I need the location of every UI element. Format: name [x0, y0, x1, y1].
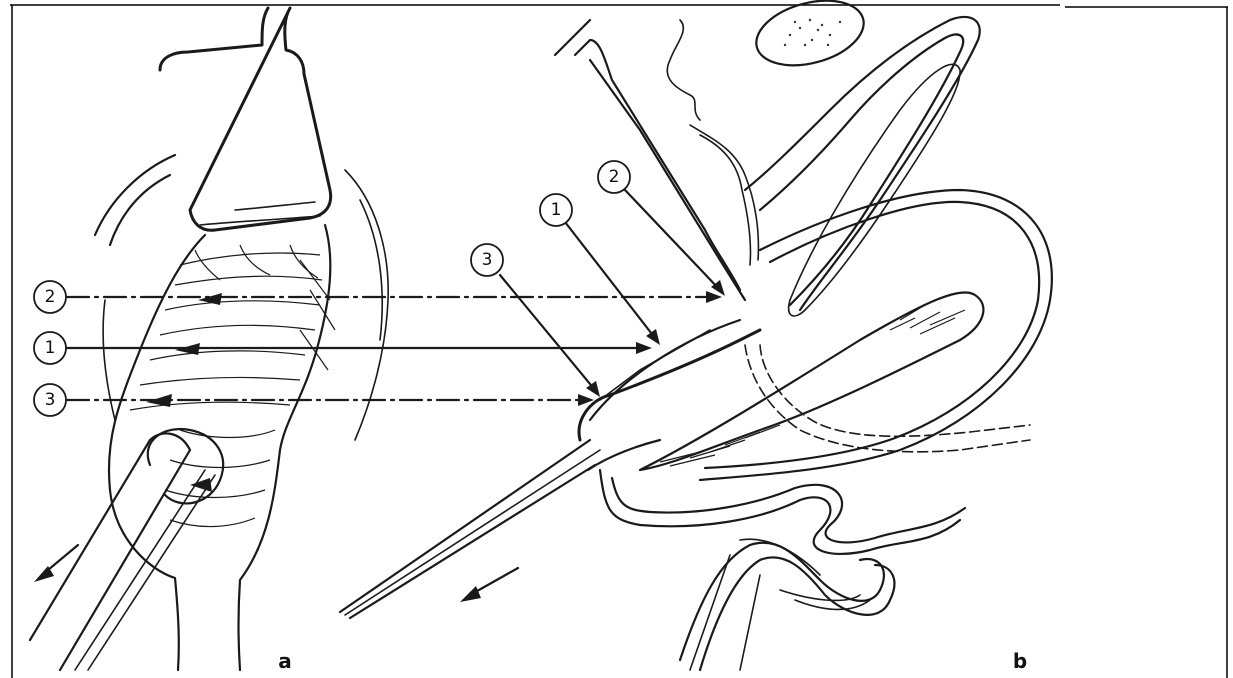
left-marker-2: 2: [34, 281, 66, 313]
leader-lines: [67, 190, 725, 406]
marker-label: 1: [551, 200, 562, 220]
left-marker-3: 3: [34, 384, 66, 416]
panel-a-drawing: [30, 8, 388, 670]
panel-label-a: a: [278, 649, 292, 673]
panel-b-drawing: [340, 0, 1052, 670]
marker-label: 3: [45, 390, 56, 410]
left-marker-1: 1: [34, 332, 66, 364]
right-marker-3: 3: [471, 244, 503, 276]
panel-label-b: b: [1013, 649, 1027, 673]
marker-label: 3: [482, 250, 493, 270]
marker-label: 2: [609, 167, 620, 187]
marker-label: 1: [45, 338, 56, 358]
right-marker-1: 1: [540, 194, 572, 226]
figure-frame: [10, 5, 1228, 678]
right-marker-2: 2: [598, 161, 630, 193]
marker-label: 2: [45, 287, 56, 307]
